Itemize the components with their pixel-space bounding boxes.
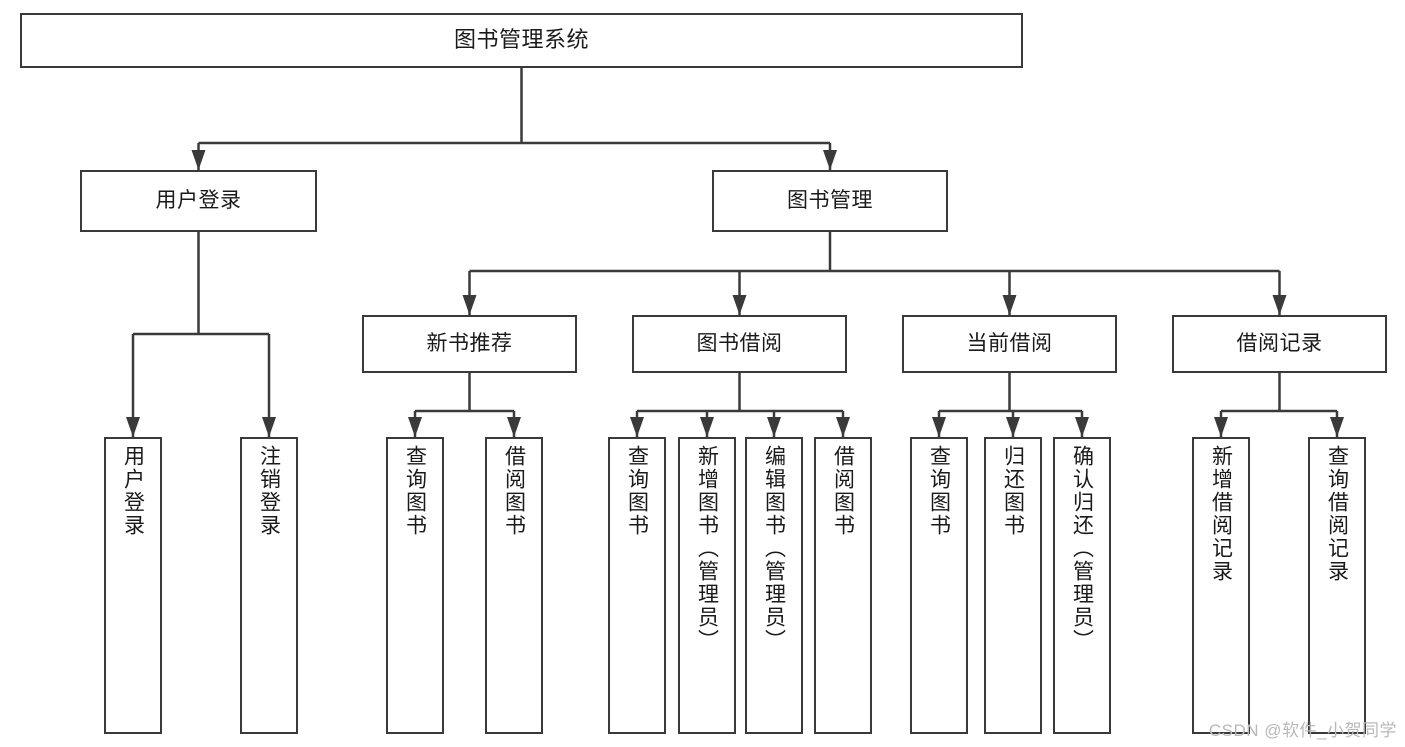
node-leaf-user-login[interactable]: 用户登录 [104,437,162,734]
edge-arrowhead [630,417,644,437]
node-label: 查询图书 [625,445,649,537]
node-label: 借阅图书 [502,445,526,537]
node-label: 新增借阅记录 [1209,445,1233,583]
edge-arrowhead [1075,417,1089,437]
edge-arrowhead [126,417,140,437]
node-label: 注销登录 [257,445,281,537]
node-leaf-edit-book[interactable]: 编辑图书（管理员） [745,437,803,734]
node-book-borrow[interactable]: 图书借阅 [632,315,847,373]
edge-arrowhead [1272,295,1287,315]
node-label: 图书管理 [787,189,873,213]
node-label: 图书管理系统 [453,27,589,53]
node-label: 确认归还（管理员） [1070,445,1094,652]
node-leaf-query-record[interactable]: 查询借阅记录 [1308,437,1366,734]
node-label: 借阅图书 [831,445,855,537]
node-leaf-query-book-1[interactable]: 查询图书 [386,437,444,734]
edge-arrowhead [1002,295,1017,315]
edge-arrowhead [1330,417,1344,437]
node-current-borrow[interactable]: 当前借阅 [902,315,1117,373]
node-leaf-add-book[interactable]: 新增图书（管理员） [678,437,736,734]
node-label: 查询借阅记录 [1325,445,1349,583]
node-label: 新增图书（管理员） [695,445,719,652]
edge-arrowhead [1214,417,1228,437]
node-leaf-query-book-3[interactable]: 查询图书 [910,437,968,734]
edge-arrowhead [191,150,206,170]
edge-arrowhead [408,417,422,437]
node-new-book-recommend[interactable]: 新书推荐 [362,315,577,373]
node-leaf-query-book-2[interactable]: 查询图书 [608,437,666,734]
edge-arrowhead [823,150,837,170]
node-label: 借阅记录 [1236,332,1323,356]
node-label: 当前借阅 [966,332,1053,356]
edge-arrowhead [507,417,521,437]
node-label: 用户登录 [121,445,145,537]
node-leaf-confirm-return[interactable]: 确认归还（管理员） [1053,437,1111,734]
node-book-manage[interactable]: 图书管理 [712,170,948,232]
edge-arrowhead [932,417,946,437]
edge-arrowhead [700,417,714,437]
edge-arrowhead [836,417,850,437]
edge-arrowhead [462,295,477,315]
edge-arrowhead [262,417,276,437]
node-leaf-add-record[interactable]: 新增借阅记录 [1192,437,1250,734]
node-label: 新书推荐 [426,332,513,356]
edge-arrowhead [732,295,747,315]
node-label: 查询图书 [927,445,951,537]
node-leaf-user-logout[interactable]: 注销登录 [240,437,298,734]
node-leaf-borrow-book-1[interactable]: 借阅图书 [485,437,543,734]
node-label: 编辑图书（管理员） [762,445,786,652]
watermark: CSDN @软件_小贺同学 [1208,721,1397,740]
node-leaf-borrow-book-2[interactable]: 借阅图书 [814,437,872,734]
node-user-login[interactable]: 用户登录 [80,170,317,232]
edge-arrowhead [767,417,781,437]
node-borrow-record[interactable]: 借阅记录 [1172,315,1387,373]
edge-arrowhead [1006,417,1020,437]
node-label: 归还图书 [1001,445,1025,537]
node-root[interactable]: 图书管理系统 [20,13,1023,68]
node-label: 查询图书 [403,445,427,537]
node-leaf-return-book[interactable]: 归还图书 [984,437,1042,734]
node-label: 图书借阅 [696,332,783,356]
node-label: 用户登录 [155,189,242,213]
